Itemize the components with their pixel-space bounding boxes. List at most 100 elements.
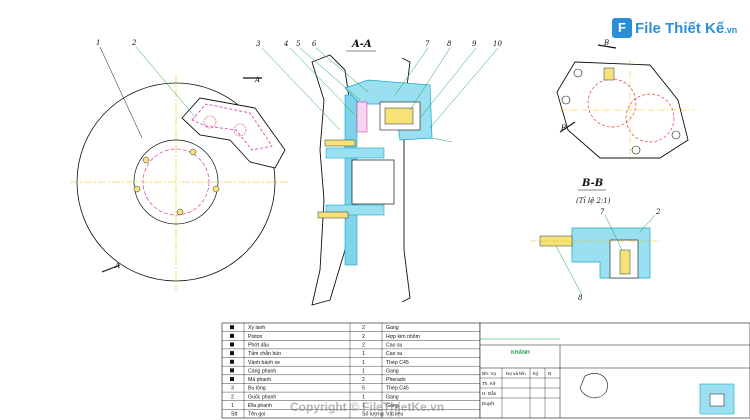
parts-cell: 2 <box>362 377 365 383</box>
section-aa-leaders <box>261 47 499 143</box>
cut-label-b-bottom: B <box>560 124 566 132</box>
parts-cell: Piston <box>248 334 263 340</box>
piston-section <box>384 107 414 125</box>
cut-mark-a-bottom <box>101 264 121 273</box>
parts-cell: Đĩa phanh <box>248 403 272 409</box>
parts-cell: Bu lông <box>248 386 266 392</box>
parts-cell: Guốc phanh <box>248 394 276 400</box>
row-marker-icon <box>230 342 234 347</box>
hub-flange-bottom <box>325 204 385 216</box>
tb-header-0: Nh. Vụ <box>482 371 496 376</box>
cylinder-right <box>625 93 675 143</box>
parts-cell: Tấm chắn bùn <box>248 350 281 357</box>
logo-mark-icon: F <box>612 18 632 38</box>
tb-header-2: Ký <box>533 371 539 376</box>
parts-cell: 1 <box>362 368 365 374</box>
tb-row-1: H. Dẫn <box>482 390 497 396</box>
bb-callout-8: 8 <box>578 294 583 302</box>
callout-4: 4 <box>283 40 288 48</box>
caliper-outline <box>181 97 286 169</box>
callout-3: 3 <box>256 40 261 48</box>
row-marker-icon <box>230 325 234 330</box>
section-bb-leaders <box>555 214 656 296</box>
bolt-holes <box>133 148 220 216</box>
parts-cell: 3 <box>231 386 234 392</box>
parts-cell: 1 <box>362 403 365 409</box>
callout-5: 5 <box>296 40 301 48</box>
bb-callout-7: 7 <box>600 208 605 216</box>
parts-cell: 1 <box>362 360 365 366</box>
piston-hidden-1 <box>203 115 217 129</box>
bb-callout-2: 2 <box>655 208 661 216</box>
tb-header-1: Họ và tên <box>506 371 526 376</box>
callout-9: 9 <box>472 40 477 48</box>
cut-label-a-bottom: A <box>114 262 120 270</box>
title-block-name: KHÁNH <box>511 349 530 356</box>
cut-label-a-top: A <box>254 76 260 84</box>
tb-header-3: N <box>548 371 551 376</box>
parts-cell: 2 <box>362 325 365 331</box>
row-marker-icon <box>230 359 234 364</box>
parts-cell: Gang <box>386 325 399 331</box>
bb-piston <box>619 249 631 275</box>
callout-10: 10 <box>493 40 502 48</box>
parts-cell: 2 <box>231 394 234 400</box>
parts-cell: Pherado <box>386 377 406 383</box>
parts-table-grid <box>222 323 480 418</box>
parts-cell: Thép C45 <box>386 360 409 366</box>
parts-cell: 5 <box>362 386 365 392</box>
section-aa-title: A-A <box>351 39 372 50</box>
section-aa-view: A-A 3 4 5 <box>256 39 502 306</box>
parts-cell: Càng phanh <box>248 368 276 374</box>
row-marker-icon <box>230 351 234 356</box>
parts-cell: 2 <box>362 342 365 348</box>
caliper-body-outline <box>556 61 689 159</box>
hub-bolts <box>317 139 356 219</box>
row-marker-icon <box>230 377 234 382</box>
parts-cell: Cao su <box>386 351 403 357</box>
hub-flange-top <box>325 147 385 159</box>
parts-cell: 2 <box>362 334 365 340</box>
row-marker-icon <box>230 368 234 373</box>
bleed-screw <box>603 67 615 81</box>
callout-2: 2 <box>131 39 137 47</box>
caliper-top-view: B B <box>556 39 695 160</box>
callout-7: 7 <box>425 40 430 48</box>
piston-hidden-2 <box>233 123 247 137</box>
parts-footer-cell: Vật liệu <box>386 412 403 418</box>
brake-pad-outline <box>191 103 273 151</box>
parts-footer-cell: Stt <box>231 412 238 418</box>
tb-row-0: Th. Kế <box>482 381 496 386</box>
disc-front-view: 1 2 A A <box>70 39 290 290</box>
leader-2 <box>135 46 197 119</box>
tb-row-2: Duyệt <box>482 401 495 406</box>
brand-logo: F File Thiết Kế .vn <box>612 18 737 38</box>
parts-footer-cell: Tên gọi <box>248 412 265 418</box>
callout-8: 8 <box>447 40 452 48</box>
copyright-watermark: Copyright © FileThietKe.vn <box>290 400 445 414</box>
tb-sketch-2-hole <box>709 393 725 407</box>
section-bb-title: B-B <box>581 178 603 189</box>
rim-left-profile <box>311 54 351 306</box>
parts-cell: Gang <box>386 394 399 400</box>
parts-cell: Phớt dầu <box>248 342 269 348</box>
parts-cell: Gang <box>386 368 399 374</box>
cut-label-b-top: B <box>603 39 609 47</box>
parts-cell: 1 <box>362 351 365 357</box>
parts-cell: Vành bánh xe <box>248 360 280 366</box>
section-bb-view: B-B (Tỉ lệ 2:1) 7 2 8 <box>530 178 661 302</box>
caliper-holes <box>561 68 681 155</box>
row-marker-icon <box>230 333 234 338</box>
title-block: KHÁNH Nh. Vụ Họ và tên Ký N Th. Kế H. Dẫ… <box>479 322 750 419</box>
rim-right-profile <box>401 57 411 303</box>
cut-mark-b-bottom <box>559 121 576 133</box>
logo-tld: .vn <box>724 25 738 35</box>
section-bb-scale: (Tỉ lệ 2:1) <box>576 196 611 205</box>
callout-1: 1 <box>96 39 100 47</box>
brake-pad-section <box>356 101 368 133</box>
cut-mark-b-top <box>597 44 617 49</box>
